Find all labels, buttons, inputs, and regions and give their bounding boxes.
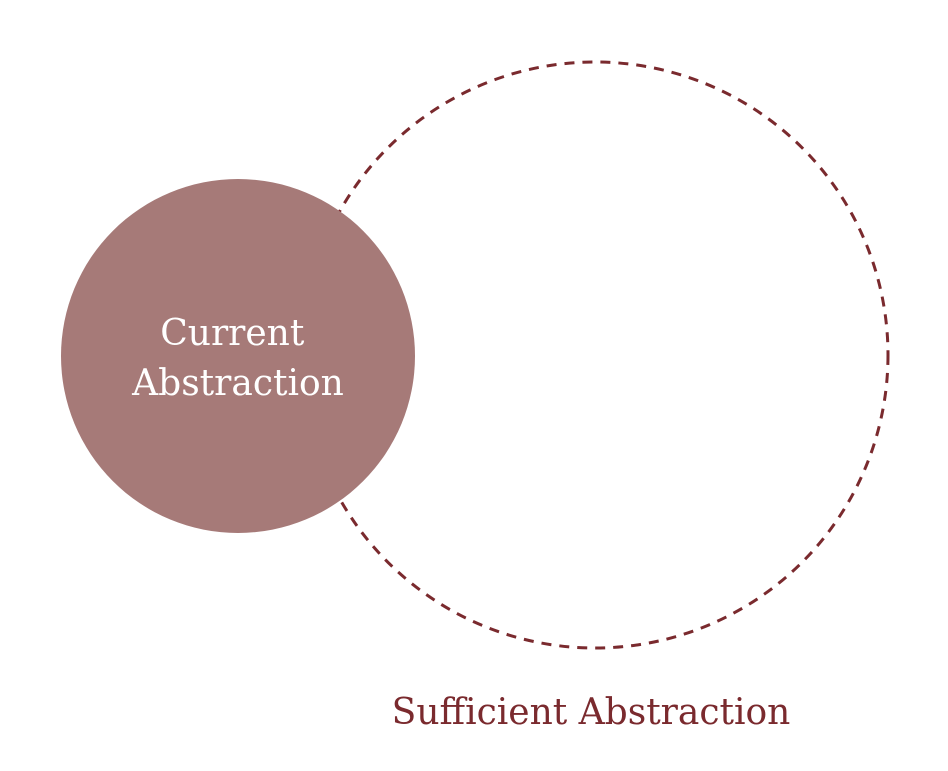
current-abstraction-label-line-1: Current xyxy=(160,313,305,354)
current-abstraction-label-line-2: Abstraction xyxy=(131,363,344,404)
current-abstraction-circle xyxy=(61,179,415,533)
sufficient-abstraction-label: Sufficient Abstraction xyxy=(392,692,791,733)
current-abstraction-label: Current Abstraction xyxy=(131,313,344,404)
